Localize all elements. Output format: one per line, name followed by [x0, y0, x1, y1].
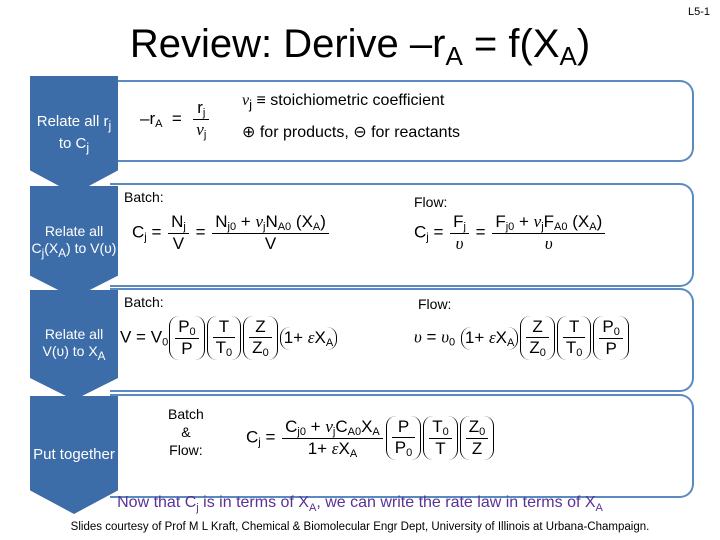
step-chevron-4: Put together [30, 396, 118, 514]
slide-title: Review: Derive –rA = f(XA) [129, 22, 591, 71]
batch-label-2: Batch: [124, 294, 164, 310]
flow-label-2: Flow: [418, 296, 452, 312]
sign-convention: ⊕ for products, ⊖ for reactants [242, 124, 461, 141]
box-rates [110, 80, 694, 162]
stoichiometric-definition: νj ≡ stoichiometric coefficient [242, 92, 445, 113]
step-chevron-3: Relate all V(υ) to XA [30, 290, 118, 400]
credit-line: Slides courtesy of Prof M L Kraft, Chemi… [70, 521, 650, 533]
slide-number: L5-1 [687, 6, 710, 18]
box-concentrations [110, 183, 694, 287]
batch-label-1: Batch: [124, 189, 164, 205]
summary-caption: Now that Cj is in terms of XA, we can wr… [117, 494, 603, 515]
flow-label-1: Flow: [414, 194, 448, 210]
batch-flow-label: Batch&Flow: [168, 406, 204, 459]
box-combined [110, 394, 694, 498]
step-chevron-1: Relate all rj to Cj [30, 76, 118, 194]
step-chevron-2: Relate all Cj(XA) to V(υ) [30, 186, 118, 298]
